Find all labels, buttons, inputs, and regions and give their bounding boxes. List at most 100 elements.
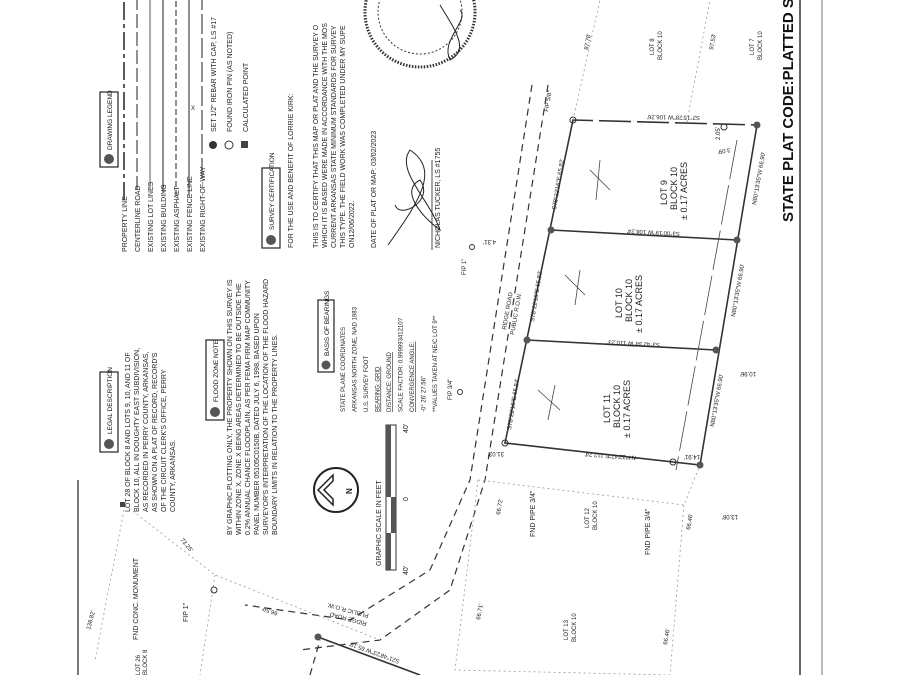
flood-lines-1: WITHIN ZONE X, ZONE X BEING AREAS DETERM… (236, 283, 243, 535)
dims-d205: 2.05' (716, 127, 722, 140)
other_lots-3-block: BLOCK 10 (572, 613, 578, 642)
notes-fip1a: FIP 1" (462, 259, 468, 275)
ridge-road-row (244, 84, 549, 675)
legend-symbols-1: FOUND IRON PIN (AS NOTED) (227, 32, 234, 132)
north-arrow-icon: N (313, 467, 359, 513)
lots-2-block: BLOCK 10 (612, 385, 622, 428)
notes-fndpipe1: FND PIPE 3/4" (530, 490, 537, 537)
dims-d9753: 97.53' (709, 33, 718, 50)
scale-ticks-2: 40' (403, 424, 410, 433)
flood-lines-5: BOUNDARY LIMITS IN RELATION TO THE PROPE… (272, 334, 279, 535)
dims-d309: 3.09' (717, 146, 731, 154)
legal-description: LEGAL DESCRIPTION LOT 28 OF BLOCK 8 AND … (99, 348, 177, 512)
flood-lines-4: SURVEYOR'S INTERPRETATION OF THE LOCATIO… (263, 279, 270, 535)
dims-d1308: 13.08' (722, 513, 738, 519)
bearings-lines-2: U.S. SURVEY FOOT (364, 356, 370, 412)
bearings-lines-5: SCALE FACTOR: 0.99999341210? (399, 317, 405, 412)
flood-header: FLOOD ZONE NOTE (213, 339, 220, 402)
bearings-lines-4: DISTANCE: GROUND (387, 351, 393, 412)
drawing-legend: DRAWING LEGEND PROPERTY LINE CENTERLINE … (99, 0, 250, 252)
legend-lines-4: EXISTING ASPHALT (174, 186, 181, 252)
certification-lines-3: THIS TYPE. THE FIELD WORK WAS COMPLETED … (340, 25, 347, 248)
dims-d3103: 31.03' (488, 450, 504, 456)
notes-fip58: FIP 5/8" (544, 90, 554, 112)
legend-lines: PROPERTY LINE CENTERLINE ROAD EXISTING L… (122, 0, 207, 252)
dims-d1491: 14.91' (684, 453, 700, 459)
lots-2-area: ± 0.17 ACRES (622, 380, 632, 438)
flood-zone-note: FLOOD ZONE NOTE BY GRAPHIC PLOTTING ONLY… (205, 279, 279, 535)
bearings-header: BASIS OF BEARINGS (324, 290, 331, 356)
rebar-symbol-icon (209, 141, 217, 149)
legal-lines-5: COUNTY, ARKANSAS. (170, 440, 177, 512)
dims-d8778: 87.78' (584, 33, 593, 50)
certification-lines-1: WHICH IT IS BASED WERE MADE IN ACCORDANC… (322, 23, 329, 248)
calls-mid1011: S3°42'34"W 110.23' (607, 338, 660, 347)
basis-of-bearings: BASIS OF BEARINGS STATE PLANE COORDINATE… (317, 290, 439, 412)
bearings-lines-8: **VALUES TAKEN AT NE/C LOT 9** (433, 315, 439, 412)
lots-0-block: BLOCK 10 (669, 167, 679, 210)
other_lots-2-block: BLOCK 10 (593, 501, 599, 530)
legend-lines-5: EXISTING FENCE LINE (187, 176, 194, 252)
scale-label: GRAPHIC SCALE IN FEET (376, 480, 383, 566)
other_lots-1-lot: LOT 7 (750, 38, 756, 55)
iron-pin-symbol-icon (224, 140, 234, 150)
legend-symbols-2: CALCULATED POINT (243, 62, 250, 132)
other_lots-0-block: BLOCK 10 (658, 31, 664, 60)
bearings-lines-6: CONVERGENCE ANGLE: (410, 341, 416, 412)
lots-0-lot: LOT 9 (659, 180, 669, 205)
dims-d6672: 66.72' (496, 498, 505, 515)
certification-date: DATE OF PLAT OR MAP: 03/02/2023 (371, 131, 378, 248)
lots-1-block: BLOCK 10 (624, 279, 634, 322)
certification-lines-4: ON12/06/2022. (349, 200, 356, 248)
dims-d431: 4.31' (483, 238, 496, 244)
calls-mid910: S3°00'19"W 108.24' (627, 227, 680, 236)
survey-certification: SURVEY CERTIFICATION FOR THE USE AND BEN… (261, 0, 477, 250)
flood-lines-3: PANEL NUMBER 05105C0150B, DATED JULY 6, … (254, 313, 261, 535)
scale-ticks-1: 0 (403, 497, 410, 501)
bearings-lines-0: STATE PLANE COORDINATES (341, 327, 347, 412)
lots-0-area: ± 0.17 ACRES (679, 162, 689, 220)
graphic-scale: GRAPHIC SCALE IN FEET 40' 0 40' (376, 424, 410, 575)
bearings-lines-1: ARKANSAS NORTH ZONE, NAD 1983 (353, 306, 359, 412)
flood-lines-0: BY GRAPHIC PLOTTING ONLY, THE PROPERTY S… (227, 279, 234, 535)
legal-lines-2: AS RECORDED IN PERRY COUNTY, ARKANSAS, (143, 352, 150, 512)
legend-lines-3: EXISTING BUILDING (161, 184, 168, 252)
legend-lines-0: PROPERTY LINE (122, 196, 129, 252)
neighbor-lot-lines (94, 0, 711, 675)
other_lots-4-block: BLOCK 8 (143, 649, 149, 675)
surveyor-seal (363, 0, 477, 69)
legal-header: LEGAL DESCRIPTION (107, 367, 114, 434)
notes-monument: FND CONC. MONUMENT (133, 557, 140, 640)
legend-lines-1: CENTERLINE ROAD (135, 185, 142, 252)
notes-fip34: FIP 3/4" (448, 379, 454, 400)
dims-d6646b: 66.46' (663, 628, 672, 645)
plat-title: STATE PLAT CODE:PLATTED SUBDIVISION (780, 0, 797, 222)
calls-top9: S2°15'28"W 106.26' (647, 113, 700, 120)
lots-2-lot: LOT 11 (602, 394, 612, 423)
legend-header: DRAWING LEGEND (107, 90, 114, 150)
legal-lines-3: AS SHOWN ON A PLAT OF RECORD, RECORD'S (152, 352, 159, 512)
legal-lines-1: BLOCK 10, ALL IN DOUGHTY EAST SUBDIVISIO… (134, 348, 141, 512)
dims-d6646a: 66.46' (686, 513, 695, 530)
certification-surveyor: NICHOLAS TUCKER, LS #1755 (435, 148, 442, 248)
other_lots-2-lot: LOT 12 (585, 507, 591, 528)
calls-bottom11: N4°22'47"E 112.24' (584, 450, 636, 460)
certification-lines-0: THIS IS TO CERTIFY THAT THIS MAP OR PLAT… (313, 24, 320, 248)
scale-north: N (345, 488, 354, 494)
signature (387, 149, 441, 246)
scale-ticks-0: 40' (403, 566, 410, 575)
lots-1-lot: LOT 10 (614, 288, 624, 318)
legend-lines-2: EXISTING LOT LINES (148, 181, 155, 252)
dims-d6659: 66.59' (261, 605, 278, 616)
legal-lines-4: OF THE CIRCUIT CLERK'S OFFICE, PERRY (161, 369, 168, 512)
notes-fip1b: FIP 1" (183, 602, 190, 622)
other_lots-3-lot: LOT 13 (564, 619, 570, 640)
calculated-point-symbol-icon (241, 141, 248, 148)
legal-lines-0: LOT 28 OF BLOCK 8 AND LOTS 9, 10, AND 11… (125, 352, 132, 512)
certification-lines-2: CURRENT ARKANSAS STATE MINIMUM STANDARDS… (331, 25, 338, 248)
bearings-lines-3: BEARING: GRID (376, 366, 382, 412)
